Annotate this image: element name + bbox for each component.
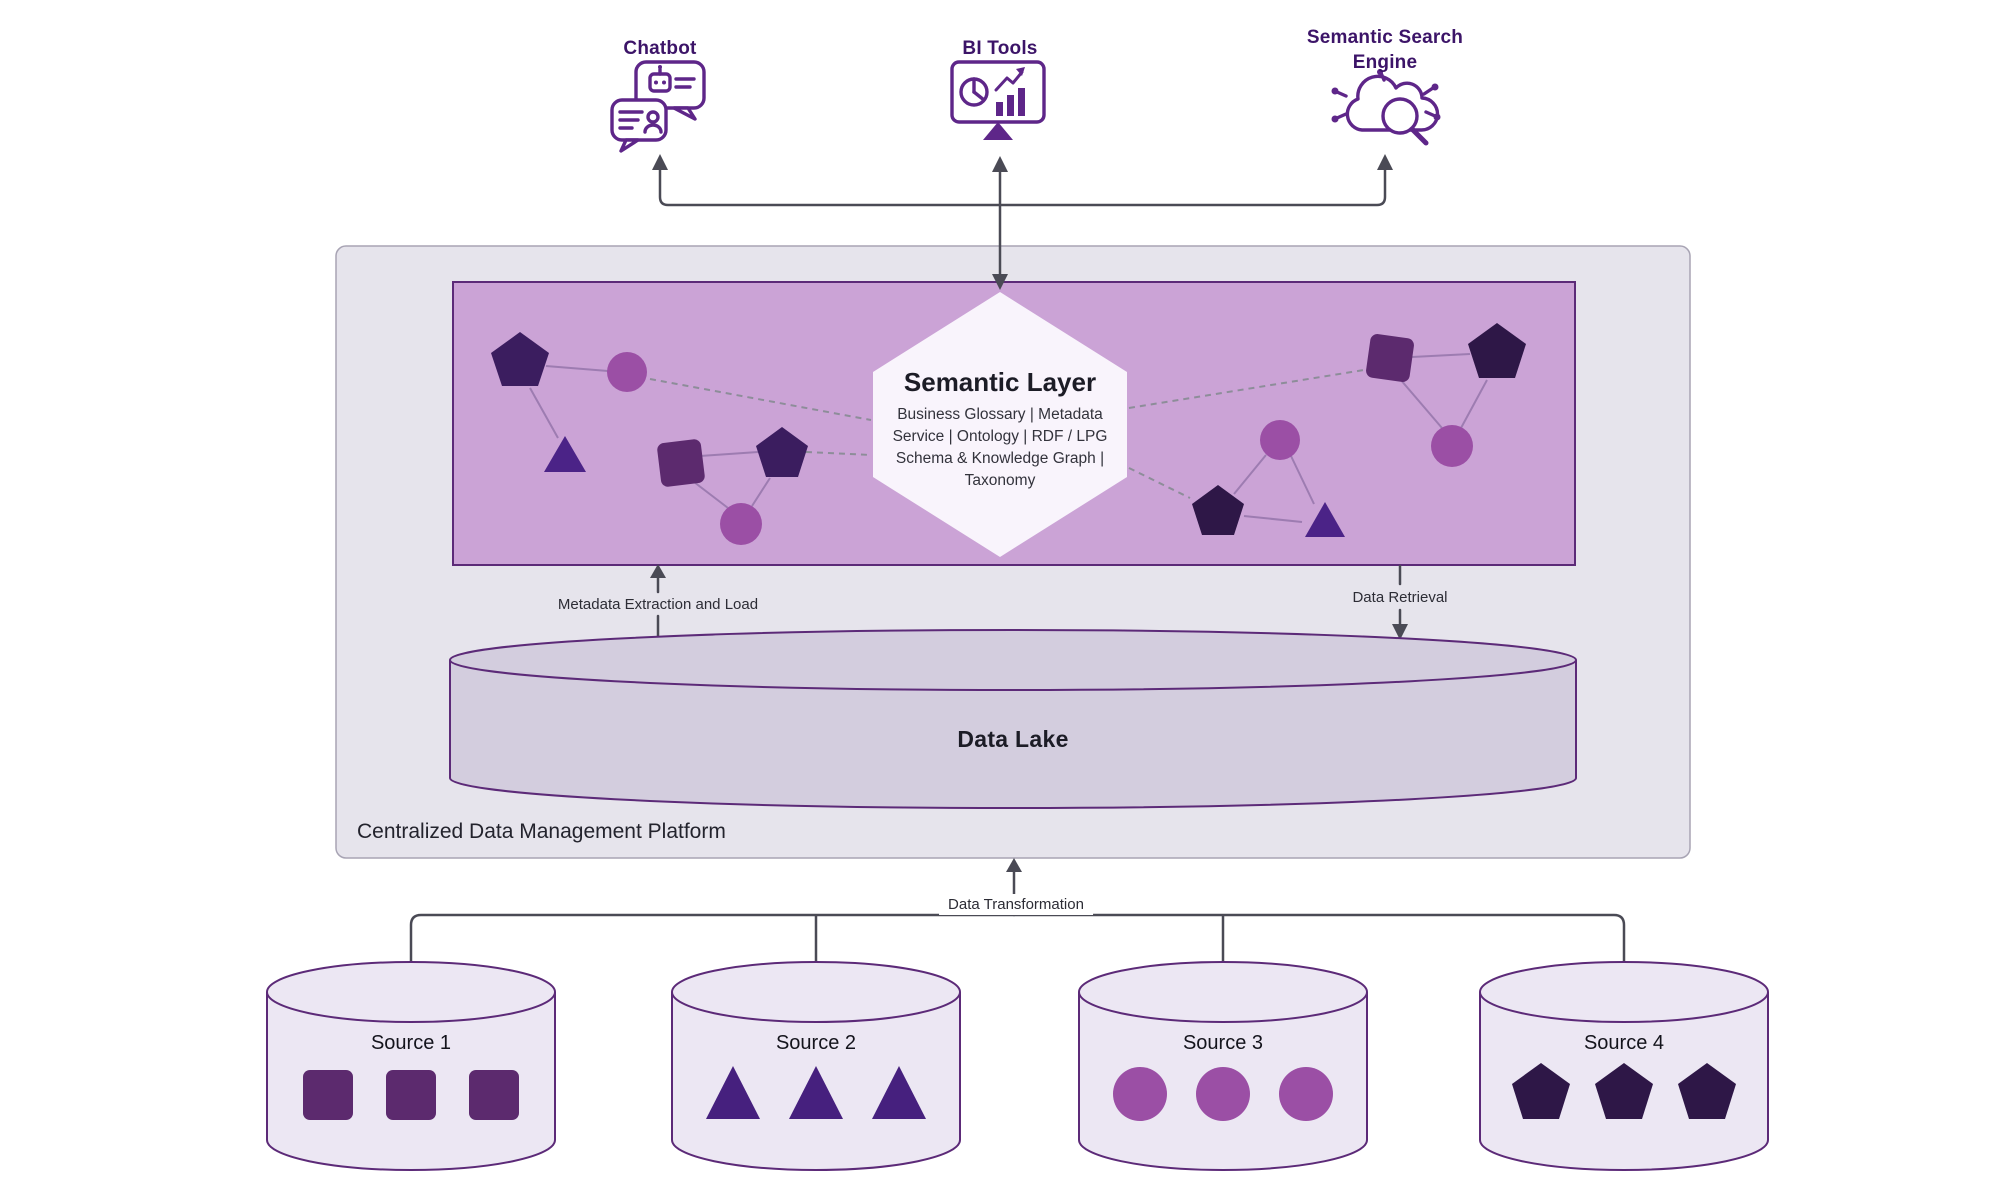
square-node — [1366, 334, 1414, 382]
bi-tools-label: BI Tools — [962, 38, 1038, 59]
chatbot-icon — [610, 60, 706, 153]
arrow-down-platform — [992, 274, 1008, 290]
platform-label: Centralized Data Management Platform — [357, 820, 726, 843]
knowledge-graph-decoration-right — [1128, 323, 1526, 537]
source-4-cylinder — [1479, 961, 1769, 1171]
source-2-cylinder — [671, 961, 961, 1171]
data-lake-cylinder — [449, 629, 1577, 809]
source-3-cylinder — [1078, 961, 1368, 1171]
data-lake-label: Data Lake — [957, 726, 1069, 752]
pentagon-node — [491, 332, 549, 386]
source-connector — [409, 913, 1626, 965]
arrow-up-chatbot — [652, 154, 668, 170]
semantic-layer-hexagon — [873, 292, 1127, 557]
metadata-arrow — [650, 564, 666, 638]
source-4-label: Source 4 — [1583, 1032, 1665, 1054]
semantic-search-label: Semantic Search Engine — [1306, 27, 1464, 73]
source-4-shapes — [1512, 1063, 1736, 1119]
circle-node — [607, 352, 647, 392]
pentagon-node — [1192, 485, 1244, 535]
triangle-node — [544, 436, 586, 472]
pentagon-node — [1468, 323, 1526, 378]
arrow-up-into-platform — [1006, 858, 1022, 872]
arrow-up-search — [1377, 154, 1393, 170]
chatbot-label: Chatbot — [623, 38, 697, 59]
source-3-label: Source 3 — [1182, 1032, 1264, 1054]
source-2-shapes — [706, 1066, 926, 1119]
arrow-up-bi-tools — [992, 156, 1008, 172]
source-3-shapes — [1113, 1067, 1333, 1121]
data-retrieval-arrow — [1392, 564, 1408, 640]
data-retrieval-label: Data Retrieval — [1352, 589, 1448, 606]
circle-node — [1260, 420, 1300, 460]
arrow-down-lake — [1392, 624, 1408, 640]
semantic-search-icon — [1331, 69, 1441, 146]
semantic-layer-subtitle: Business Glossary | Metadata Service | O… — [892, 406, 1108, 489]
circle-node — [720, 503, 762, 545]
top-connector — [652, 154, 1393, 290]
square-node — [657, 439, 705, 487]
source-2-label: Source 2 — [775, 1032, 857, 1054]
source-1-cylinder — [266, 961, 556, 1171]
knowledge-graph-decoration-left — [491, 332, 872, 545]
source-1-label: Source 1 — [370, 1032, 452, 1054]
arrow-up-semantic — [650, 564, 666, 578]
pentagon-node — [756, 427, 808, 477]
circle-node — [1431, 425, 1473, 467]
metadata-extraction-label: Metadata Extraction and Load — [557, 596, 759, 613]
source-1-shapes — [303, 1070, 519, 1120]
triangle-node — [1305, 502, 1345, 537]
data-transformation-label: Data Transformation — [939, 894, 1093, 915]
bi-tools-icon — [950, 60, 1046, 140]
semantic-layer-title: Semantic Layer — [903, 367, 1097, 397]
